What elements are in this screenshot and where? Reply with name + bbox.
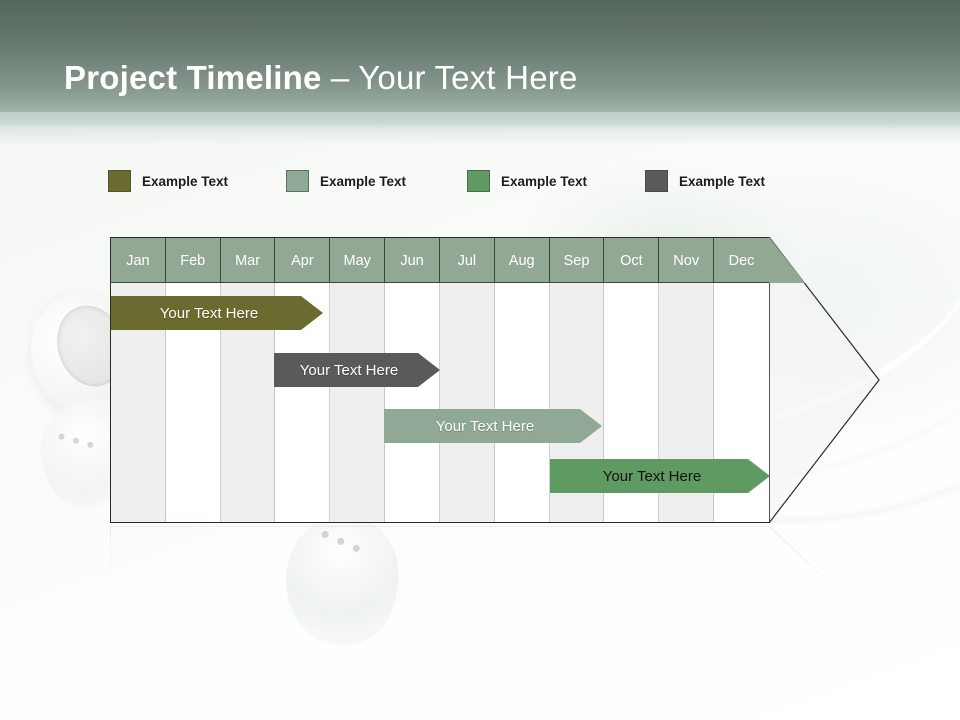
month-header-mar[interactable]: Mar (220, 238, 276, 283)
month-column-body (440, 283, 495, 522)
page-title-bold: Project Timeline (64, 59, 322, 96)
month-column-body (111, 283, 166, 522)
title-banner (0, 0, 960, 128)
legend-item-3[interactable]: Example Text (467, 168, 587, 194)
month-header-may[interactable]: May (330, 238, 386, 283)
timeline-column-jul: Jul (439, 238, 495, 522)
month-column-body (166, 283, 221, 522)
header-underline (110, 282, 770, 283)
timeline-bar-label: Your Text Here (435, 417, 535, 435)
page-title-separator: – (321, 59, 359, 96)
month-column-body (550, 283, 605, 522)
timeline-column-oct: Oct (604, 238, 660, 522)
month-header-jul[interactable]: Jul (439, 238, 495, 283)
timeline-bar-label: Your Text Here (159, 304, 259, 322)
legend-item-1[interactable]: Example Text (108, 168, 228, 194)
month-header-jun[interactable]: Jun (385, 238, 440, 283)
legend-swatch-icon (108, 170, 131, 192)
timeline-bar-2[interactable]: Your Text Here (274, 353, 440, 387)
month-header-dec[interactable]: Dec (714, 238, 769, 283)
timeline-column-jun: Jun (385, 238, 440, 522)
legend: Example Text Example Text Example Text Exam… (108, 168, 848, 194)
month-header-apr[interactable]: Apr (275, 238, 331, 283)
month-column-body (495, 283, 550, 522)
title-banner-fade (0, 112, 960, 146)
month-column-body (330, 283, 386, 522)
legend-swatch-icon (467, 170, 490, 192)
timeline-column-apr: Apr (275, 238, 331, 522)
timeline-bar-3[interactable]: Your Text Here (384, 409, 602, 443)
timeline-column-dec: Dec (714, 238, 769, 522)
timeline-column-aug: Aug (494, 238, 550, 522)
timeline-column-jan: Jan (111, 238, 166, 522)
timeline-bar-1[interactable]: Your Text Here (111, 296, 323, 330)
timeline-column-mar: Mar (220, 238, 276, 522)
legend-item-label: Example Text (679, 173, 766, 189)
month-column-body (275, 283, 331, 522)
legend-swatch-icon (286, 170, 309, 192)
month-column-body (221, 283, 276, 522)
month-column-body (604, 283, 660, 522)
month-header-jan[interactable]: Jan (111, 238, 166, 283)
month-column-body (659, 283, 715, 522)
timeline-bar-label: Your Text Here (299, 361, 399, 379)
page-title: Project Timeline – Your Text Here (64, 59, 578, 97)
timeline-bar-label: Your Text Here (602, 467, 702, 485)
page-title-light: Your Text Here (358, 59, 578, 96)
month-header-feb[interactable]: Feb (165, 238, 221, 283)
legend-item-2[interactable]: Example Text (286, 168, 406, 194)
timeline-bar-4[interactable]: Your Text Here (550, 459, 770, 493)
month-header-sep[interactable]: Sep (549, 238, 605, 283)
month-column-body (385, 283, 440, 522)
month-header-aug[interactable]: Aug (494, 238, 550, 283)
month-header-nov[interactable]: Nov (659, 238, 715, 283)
month-header-oct[interactable]: Oct (604, 238, 660, 283)
legend-item-label: Example Text (501, 173, 588, 189)
timeline-column-feb: Feb (165, 238, 221, 522)
legend-item-label: Example Text (320, 173, 407, 189)
legend-item-4[interactable]: Example Text (645, 168, 765, 194)
legend-item-label: Example Text (142, 173, 229, 189)
legend-swatch-icon (645, 170, 668, 192)
